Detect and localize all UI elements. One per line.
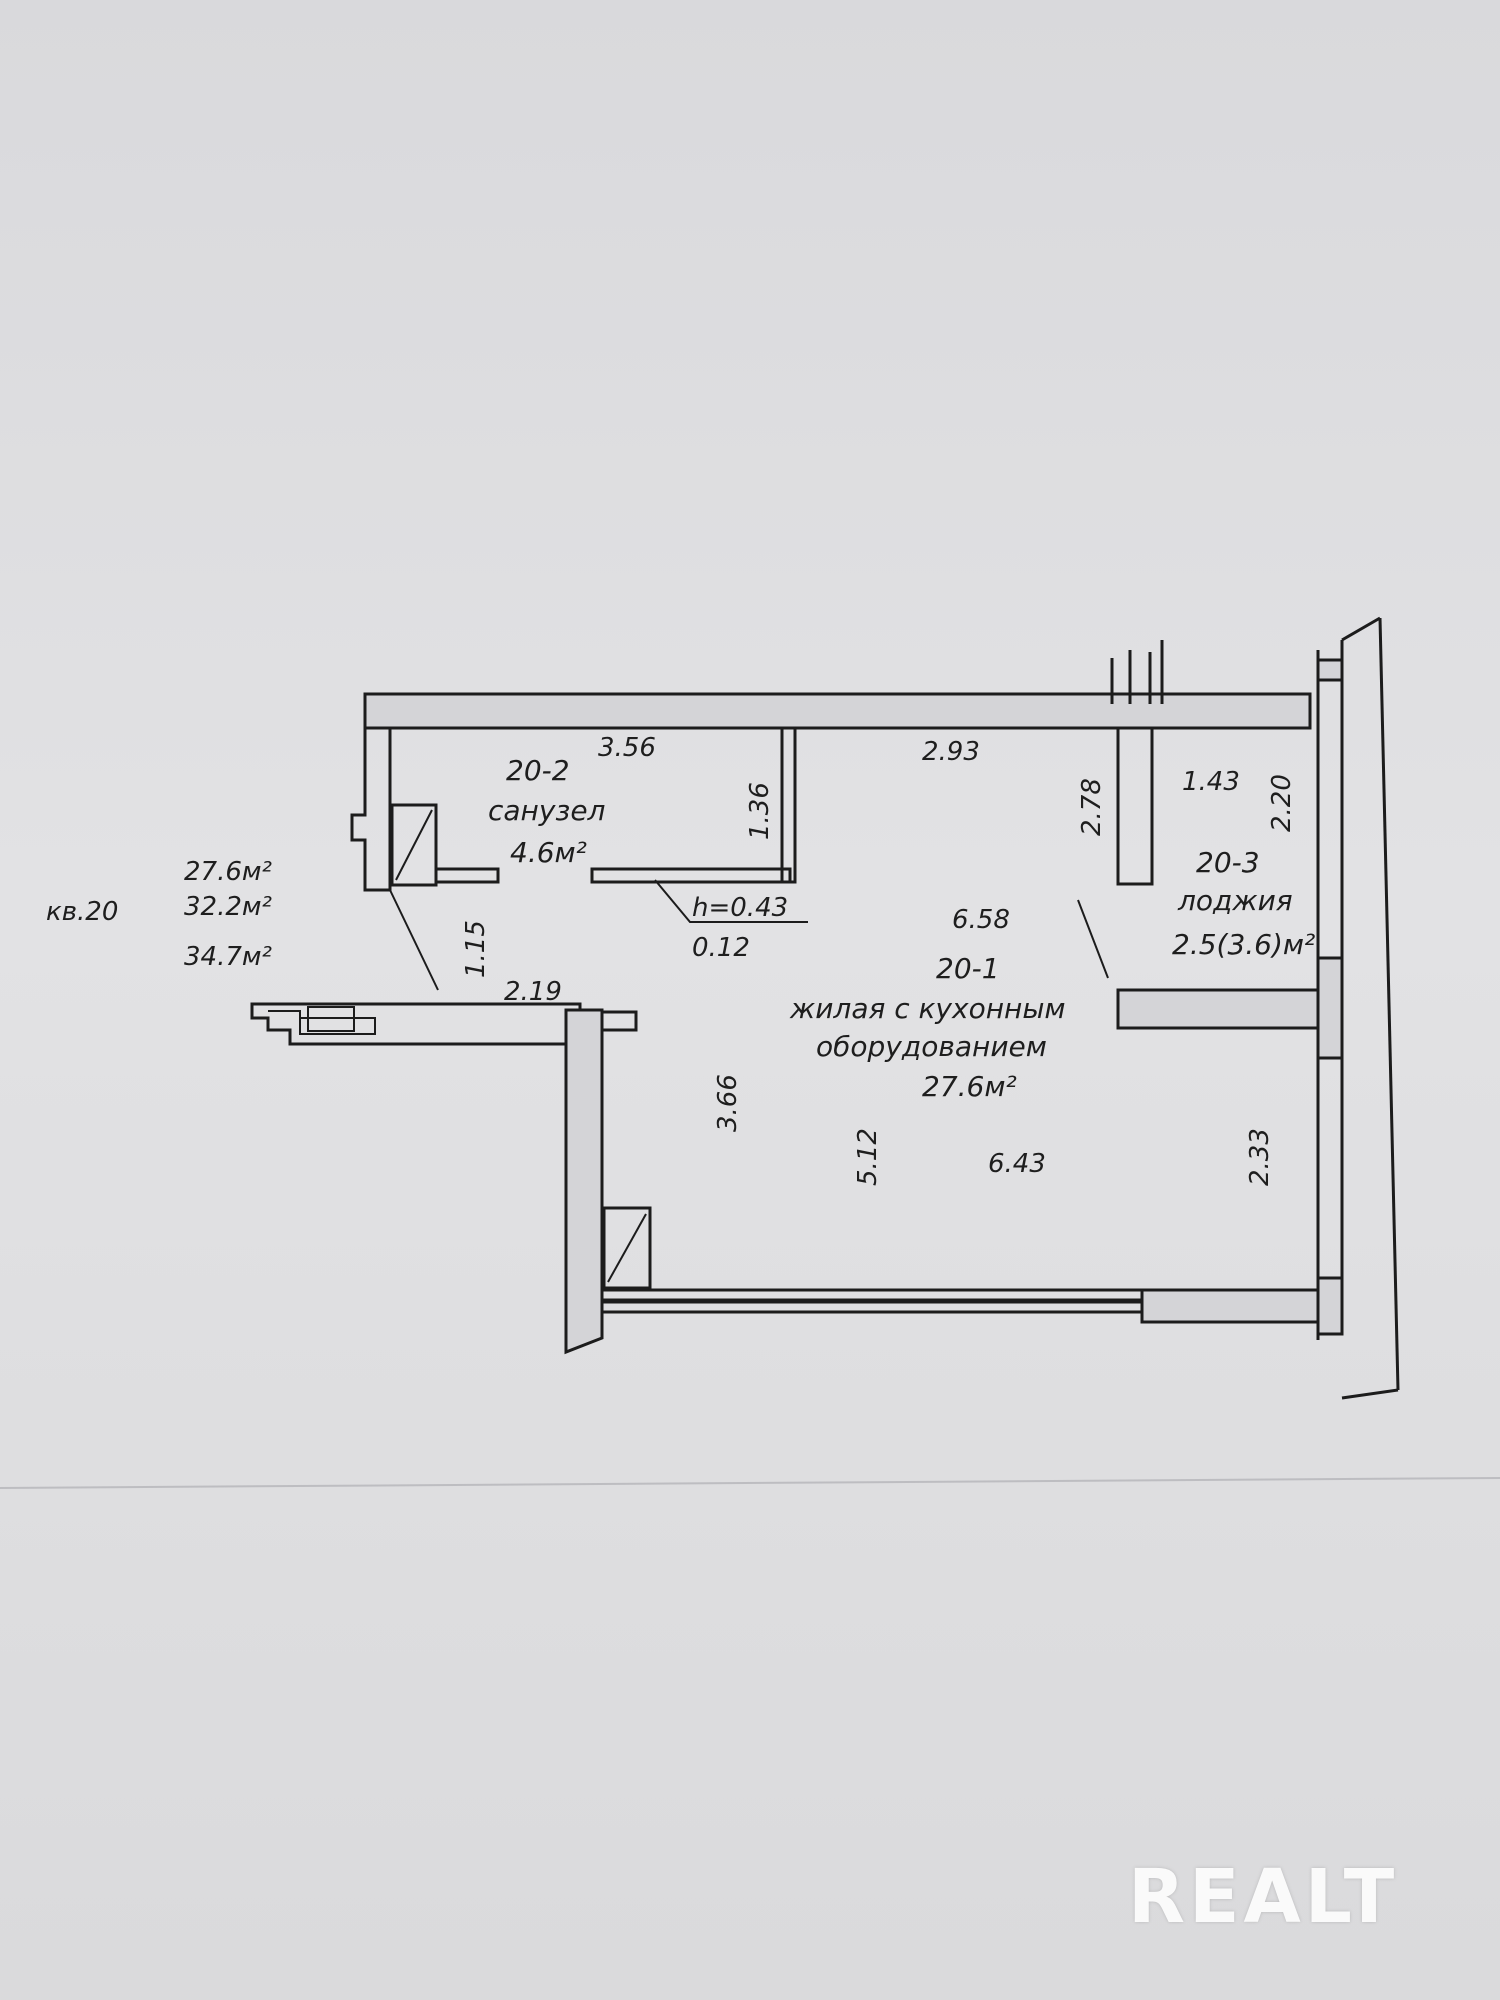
loggia-post-mid	[1316, 956, 1344, 1060]
paper-edge-line	[0, 1477, 1500, 1489]
bathroom-name: санузел	[488, 794, 606, 827]
dim-loggia-depth: 2.20	[1267, 774, 1297, 832]
dim-threshold-height: h=0.43	[692, 893, 788, 923]
area-total-living: 27.6м²	[184, 857, 272, 887]
loggia-top-stubs	[1110, 640, 1164, 704]
entrance-door-swing	[389, 889, 439, 991]
loggia-outer-slab-b	[1341, 616, 1381, 642]
bathroom-partition-left	[434, 867, 500, 884]
dim-loggia-left-depth: 2.78	[1077, 778, 1107, 836]
window-line-inner	[600, 1300, 1144, 1314]
dim-living-depth: 5.12	[853, 1128, 883, 1186]
dim-threshold-offset: 0.12	[692, 933, 750, 963]
loggia-partition	[1116, 988, 1320, 1030]
dim-loggia-right-height: 2.33	[1245, 1128, 1275, 1186]
loggia-post-top	[1316, 658, 1344, 682]
loggia-outer-slab-a	[1378, 617, 1400, 1391]
loggia-outer-slab-c	[1341, 1388, 1399, 1400]
living-id: 20-1	[936, 952, 1000, 985]
dim-living-width-bottom: 6.43	[988, 1149, 1046, 1179]
living-left-wall	[564, 1008, 604, 1355]
realt-watermark: REALT	[1128, 1854, 1399, 1940]
entrance-wall-inner	[268, 1010, 376, 1035]
bathroom-shaft-diagonal	[395, 809, 433, 881]
bathroom-id: 20-2	[506, 754, 570, 787]
top-wall	[363, 692, 1312, 730]
bathroom-area: 4.6м²	[510, 836, 587, 869]
apartment-label: кв.20	[46, 897, 118, 927]
dim-living-width-top: 6.58	[952, 905, 1010, 935]
living-shaft	[602, 1206, 652, 1290]
loggia-door	[1077, 899, 1109, 979]
dim-loggia-width: 1.43	[1182, 767, 1240, 797]
dim-living-inner-left: 3.66	[713, 1074, 743, 1132]
entrance-niche	[307, 1006, 355, 1032]
dim-corridor-width: 2.19	[504, 977, 562, 1007]
loggia-post-bottom	[1316, 1276, 1344, 1336]
bathroom-partition-right	[590, 867, 792, 884]
bathroom-left-wall	[350, 728, 392, 892]
dim-bath-depth: 1.36	[745, 782, 775, 840]
loggia-id: 20-3	[1196, 846, 1260, 879]
living-area: 27.6м²	[922, 1070, 1017, 1103]
loggia-name: лоджия	[1177, 884, 1293, 917]
area-total-general: 32.2м²	[184, 892, 272, 922]
dim-top-right-width: 2.93	[922, 737, 980, 767]
dim-corridor-length: 1.15	[461, 920, 491, 978]
area-total-with-loggia: 34.7м²	[184, 942, 272, 972]
threshold-leader	[654, 879, 808, 923]
window-line-outer	[600, 1288, 1144, 1302]
loggia-column	[1116, 726, 1154, 886]
dim-bath-width: 3.56	[598, 733, 656, 763]
bathroom-shaft	[390, 803, 438, 887]
bottom-right-wall	[1140, 1288, 1322, 1324]
living-name-line1: жилая с кухонным	[789, 992, 1066, 1025]
loggia-area: 2.5(3.6)м²	[1172, 928, 1315, 961]
bathroom-right-wall	[780, 726, 797, 884]
living-shaft-diagonal	[607, 1213, 647, 1283]
living-name-line2: оборудованием	[816, 1030, 1047, 1063]
